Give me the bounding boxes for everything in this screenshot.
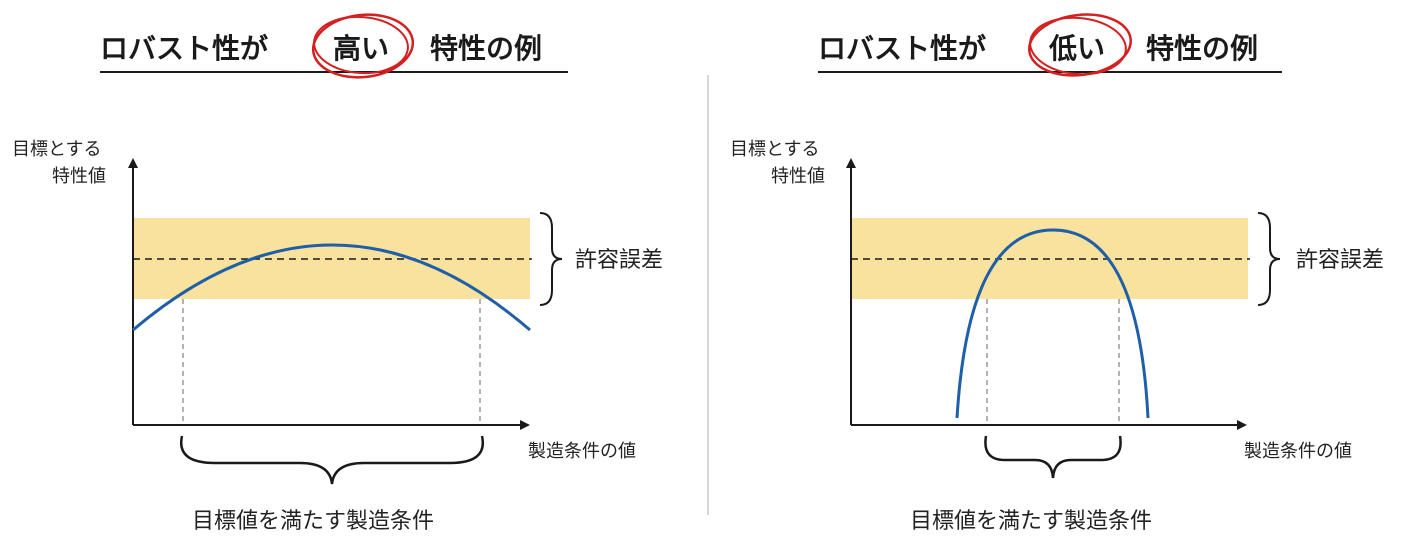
left-range-brace [179,435,485,485]
left-y-axis-label-2: 特性値 [52,166,106,187]
right-title-prefix: ロバスト性が [818,32,986,65]
left-tolerance-brace [539,212,563,306]
right-x-axis-label: 製造条件の値 [1244,441,1352,462]
left-highlight-circle [311,13,415,79]
right-highlight-circle [1027,13,1133,77]
right-panel: ロバスト性が 低い 特性の例 目標とする 特性値 許容誤差 製造条件の値 [730,13,1384,534]
left-title-circled: 高い [333,32,389,65]
right-range-brace [984,435,1122,479]
right-title-suffix: 特性の例 [1146,32,1258,65]
left-bottom-caption: 目標値を満たす製造条件 [192,509,434,534]
right-y-axis-label-2: 特性値 [771,166,825,187]
left-panel: ロバスト性が 高い 特性の例 目標とする 特性値 許容誤差 製造条件の値 [12,13,663,534]
right-bottom-caption: 目標値を満たす製造条件 [910,509,1152,534]
right-title-circled: 低い [1048,32,1105,65]
left-response-curve [132,243,531,332]
left-title-prefix: ロバスト性が [100,32,268,65]
right-tolerance-label: 許容誤差 [1296,248,1384,273]
left-y-axis-label-1: 目標とする [12,139,101,160]
left-x-axis-label: 製造条件の値 [528,441,636,462]
left-title-suffix: 特性の例 [430,32,542,65]
right-tolerance-brace [1257,212,1281,306]
right-response-curve [955,228,1150,419]
left-tolerance-label: 許容誤差 [575,248,663,273]
right-y-axis-label-1: 目標とする [730,139,819,160]
